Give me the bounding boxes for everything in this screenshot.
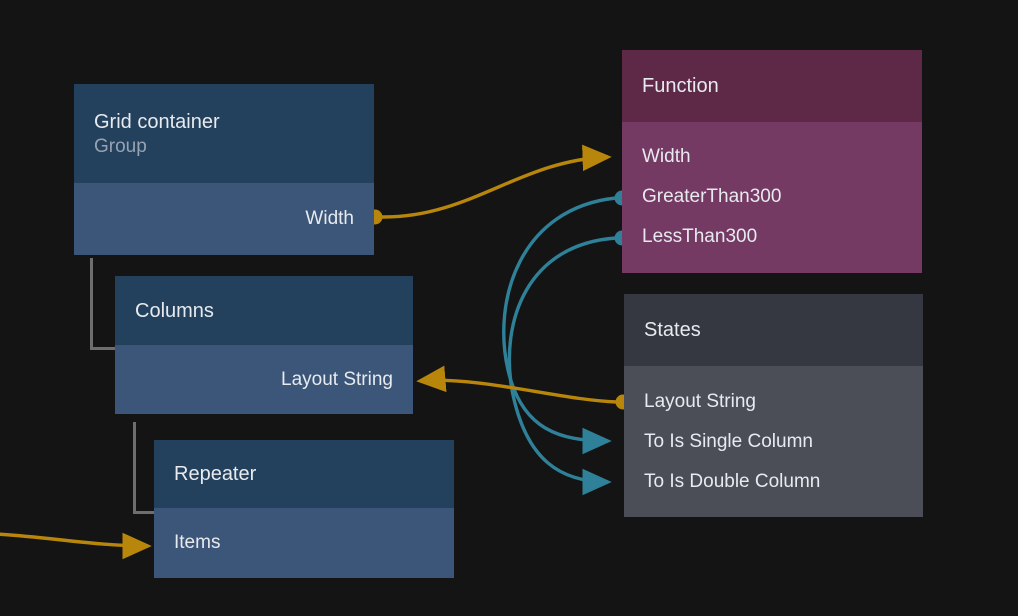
port-function-lessthan300[interactable]: LessThan300 (642, 226, 758, 247)
node-states[interactable]: States Layout String To Is Single Column… (624, 294, 923, 517)
node-function[interactable]: Function Width GreaterThan300 LessThan30… (622, 50, 922, 273)
edge-states-layout-string-to-columns (416, 365, 618, 404)
tree-connector-columns-to-repeater (133, 422, 157, 514)
node-states-header[interactable]: States (624, 294, 923, 366)
node-columns-header[interactable]: Columns (115, 276, 413, 345)
node-grid-container-header[interactable]: Grid container Group (74, 84, 374, 183)
edge-grid-width-to-function-width (381, 144, 612, 219)
edge-greaterthan300-to-single-column (502, 196, 617, 455)
node-grid-container-body: Width (74, 183, 374, 255)
port-grid-container-width[interactable]: Width (305, 208, 354, 229)
node-columns-title: Columns (135, 299, 214, 322)
node-grid-container-subtitle: Group (94, 135, 147, 157)
node-function-title: Function (642, 75, 719, 97)
port-function-greaterthan300[interactable]: GreaterThan300 (642, 186, 782, 207)
node-function-header[interactable]: Function (622, 50, 922, 122)
port-states-to-is-double-column[interactable]: To Is Double Column (644, 471, 821, 492)
node-repeater[interactable]: Repeater Items (154, 440, 454, 578)
port-columns-layout-string[interactable]: Layout String (281, 368, 393, 390)
port-states-layout-string[interactable]: Layout String (644, 391, 756, 412)
edge-lessthan300-to-double-column (507, 236, 617, 496)
node-states-title: States (644, 319, 701, 341)
node-repeater-body: Items (154, 508, 454, 578)
node-function-body: Width GreaterThan300 LessThan300 (622, 122, 922, 273)
node-states-body: Layout String To Is Single Column To Is … (624, 366, 923, 517)
node-repeater-header[interactable]: Repeater (154, 440, 454, 508)
port-function-width[interactable]: Width (642, 146, 691, 167)
port-states-to-is-single-column[interactable]: To Is Single Column (644, 431, 813, 452)
node-columns-body: Layout String (115, 345, 413, 414)
node-grid-container[interactable]: Grid container Group Width (74, 84, 374, 255)
tree-connector-grid-to-columns (90, 258, 116, 350)
edge-offscreen-to-repeater-items (0, 532, 152, 560)
node-repeater-title: Repeater (174, 463, 257, 485)
port-repeater-items[interactable]: Items (174, 532, 221, 553)
node-columns[interactable]: Columns Layout String (115, 276, 413, 414)
node-grid-container-title: Grid container (94, 110, 220, 133)
